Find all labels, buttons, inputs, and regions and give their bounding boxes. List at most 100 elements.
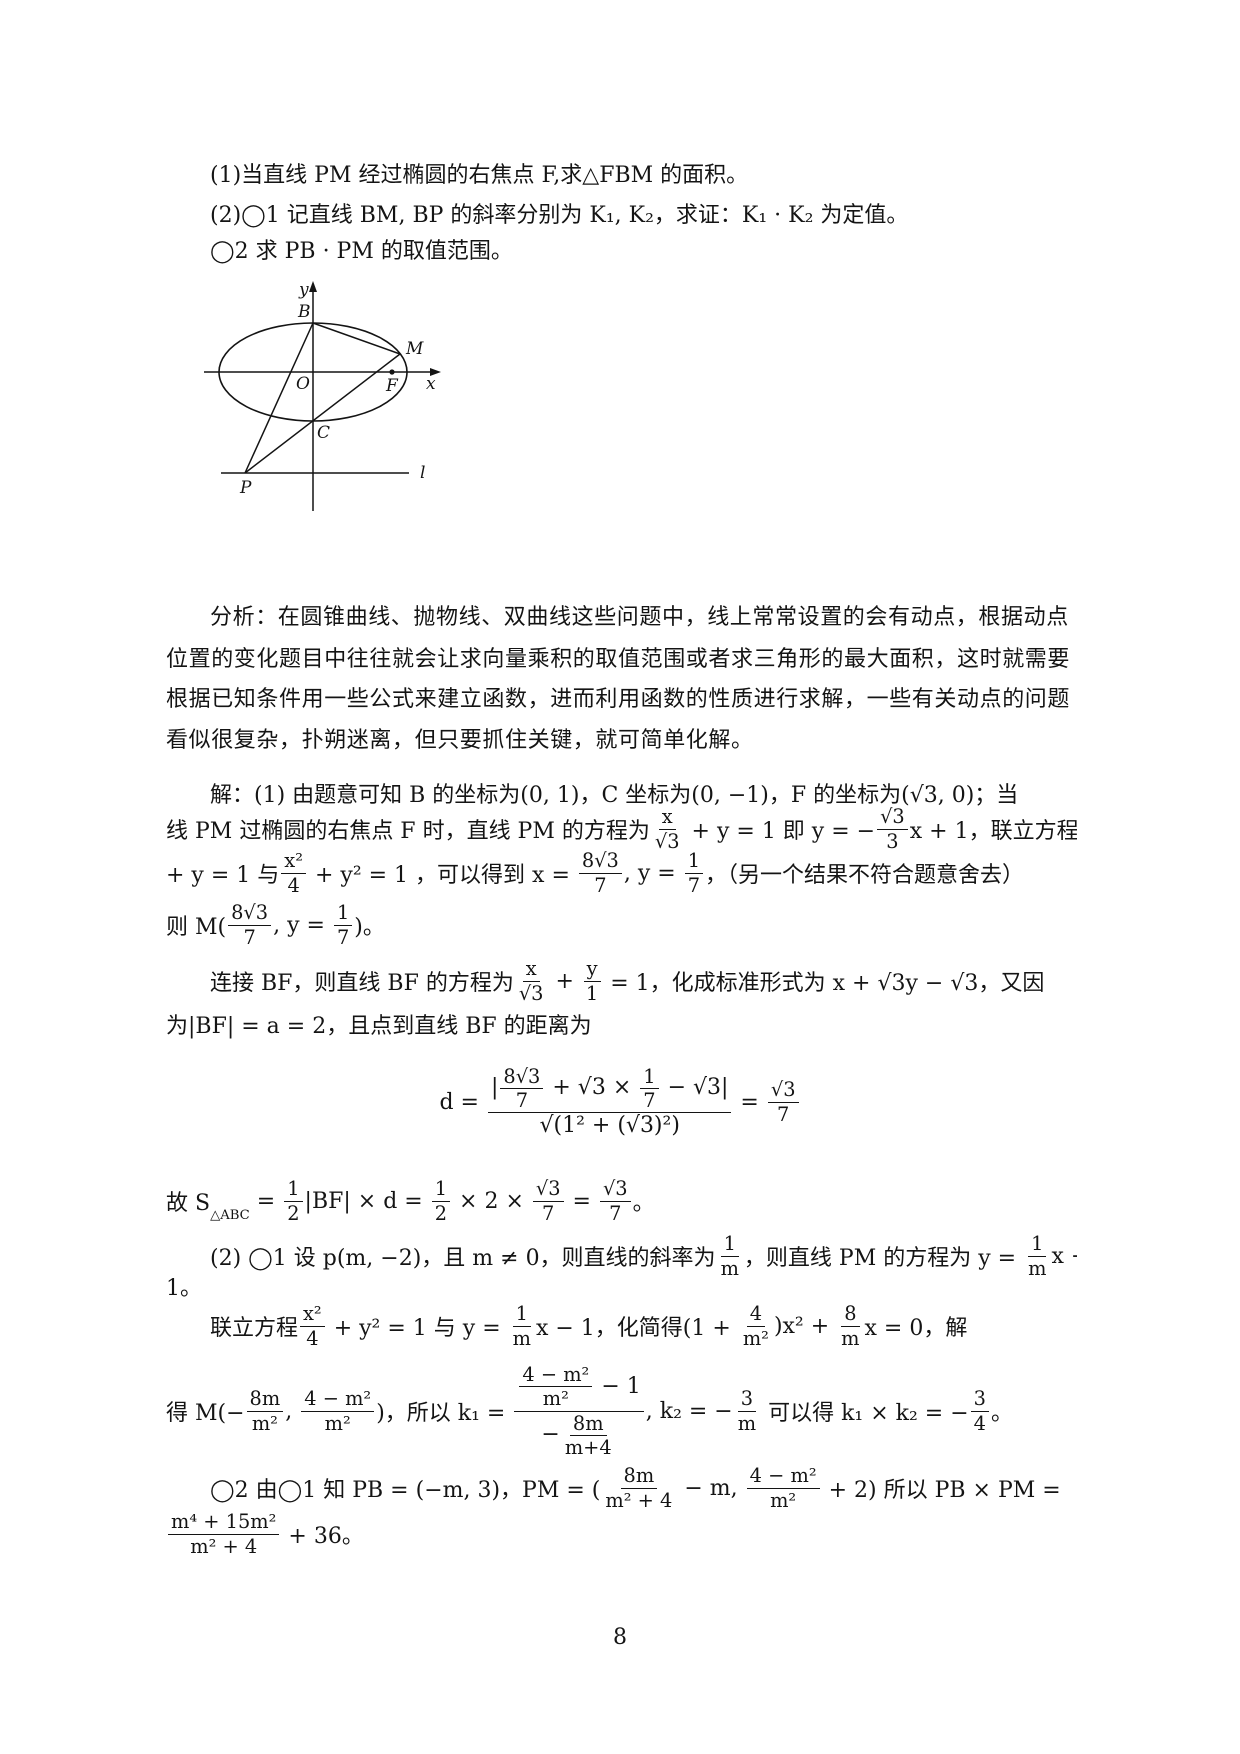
label-f: F	[385, 376, 399, 396]
ellipse-figure: y B M O F x C P l	[204, 280, 441, 511]
solution-text: x − 1，化简得(1 +	[535, 1316, 738, 1341]
equation-text: − 1	[594, 1373, 641, 1399]
equation-text: =	[733, 1089, 766, 1115]
subscript: △ABC	[210, 1208, 250, 1223]
analysis-text: 分析：在圆锥曲线、抛物线、双曲线这些问题中，线上常常设置的会有动点，根据动点	[210, 605, 1069, 630]
equation-text: |	[490, 1075, 499, 1101]
solution-text: × 2 ×	[452, 1188, 531, 1214]
equation-text: d =	[439, 1089, 486, 1115]
fraction-denominator: m	[737, 1411, 757, 1435]
equation-text: −	[541, 1422, 560, 1448]
label-l: l	[420, 463, 425, 483]
analysis-text: 根据已知条件用一些公式来建立函数，进而利用函数的性质进行求解，一些有关动点的问题	[166, 687, 1071, 712]
analysis-line-2: 位置的变化题目中往往就会让求向量乘积的取值范围或者求三角形的最大面积，这时就需要	[166, 627, 1070, 687]
fraction-denominator: m	[512, 1326, 531, 1350]
fraction-denominator: m²	[251, 1411, 278, 1435]
fraction-numerator: x²	[300, 1302, 325, 1327]
solution-text: + y² = 1 ，可以得到 x =	[307, 863, 577, 888]
fraction-denominator: m+4	[564, 1435, 612, 1459]
fraction-denominator: 1	[585, 981, 599, 1005]
solution-text: , y =	[623, 860, 683, 886]
fraction-numerator: 4 − m²	[301, 1387, 375, 1412]
fraction-denominator: m	[1028, 1256, 1047, 1280]
solution-text: 。	[632, 1191, 655, 1216]
fraction-denominator: 4	[306, 1326, 319, 1350]
fraction-denominator: 4	[287, 873, 300, 897]
solution-text: 线 PM 过椭圆的右焦点 F 时，直线 PM 的方程为	[166, 819, 650, 844]
problem-part-1: (1)当直线 PM 经过椭圆的右焦点 F,求△FBM 的面积。	[210, 143, 748, 203]
fraction-numerator: 1	[333, 901, 353, 926]
solution-text: − m,	[677, 1475, 745, 1501]
fraction-denominator: m	[841, 1326, 860, 1350]
fraction-denominator: 7	[336, 925, 350, 949]
fraction-denominator: 7	[542, 1201, 555, 1225]
solution-text: x = 0，解	[864, 1316, 968, 1341]
fraction-denominator: 7	[643, 1088, 656, 1112]
solution-line-1: 解：(1) 由题意可知 B 的坐标为(0, 1)，C 坐标为(0, −1)，F …	[210, 763, 1018, 823]
solution-text: + y = 1 与	[166, 863, 280, 888]
fraction-denominator: √(1² + (√3)²)	[537, 1113, 683, 1139]
label-p: P	[239, 478, 252, 498]
analysis-text: 看似很复杂，扑朔迷离，但只要抓住关键，就可简单化解。	[166, 728, 754, 753]
fraction-denominator: 3	[886, 829, 899, 853]
fraction-denominator: 7	[594, 873, 607, 897]
fraction-denominator: 7	[515, 1088, 529, 1112]
fraction-numerator: 1	[512, 1302, 531, 1327]
solution-text: 。	[991, 1401, 1014, 1426]
label-c: C	[317, 423, 330, 443]
fraction-numerator: 8√3	[578, 849, 622, 874]
solution-text: ，（另一个结果不符合题意舍去）	[705, 863, 1025, 888]
fraction-numerator: 3	[737, 1387, 757, 1412]
analysis-line-4: 看似很复杂，扑朔迷离，但只要抓住关键，就可简单化解。	[166, 708, 754, 768]
problem-part-2-1: (2)◯1 记直线 BM, BP 的斜率分别为 K₁, K₂，求证：K₁ · K…	[210, 183, 908, 243]
equation-text: − √3|	[660, 1075, 729, 1101]
solution-text: = 1，化成标准形式为 x + √3y − √3，又因	[603, 971, 1045, 996]
fraction-denominator: m²	[770, 1488, 797, 1512]
fraction-denominator: 7	[609, 1201, 622, 1225]
solution-text: )。	[354, 915, 385, 940]
solution-text: =	[249, 1188, 283, 1214]
fraction-numerator: √3	[532, 1177, 564, 1202]
equation-text: √(1² + (√3)²)	[539, 1113, 680, 1139]
analysis-line-3: 根据已知条件用一些公式来建立函数，进而利用函数的性质进行求解，一些有关动点的问题	[166, 667, 1070, 727]
problem-part-1-text: (1)当直线 PM 经过椭圆的右焦点 F,求△FBM 的面积。	[210, 163, 749, 188]
fraction-numerator: 4 − m²	[519, 1363, 593, 1388]
solution-text: 可以得 k₁ × k₂ = −	[761, 1401, 969, 1426]
fraction-denominator: m²	[324, 1411, 351, 1435]
solution-text: 连接 BF，则直线 BF 的方程为	[210, 971, 514, 996]
solution-text: (2) ◯1 设 p(m, −2)，且 m ≠ 0，则直线的斜率为	[210, 1246, 716, 1271]
x-axis-arrow	[430, 368, 441, 376]
fraction-numerator: 8√3	[228, 901, 272, 926]
solution-text: + 2) 所以 PB × PM =	[821, 1478, 1061, 1503]
fraction-numerator: 1	[720, 1232, 739, 1257]
solution-text: x + 1，联立方程	[909, 819, 1077, 844]
fraction-denominator: 2	[434, 1201, 448, 1225]
